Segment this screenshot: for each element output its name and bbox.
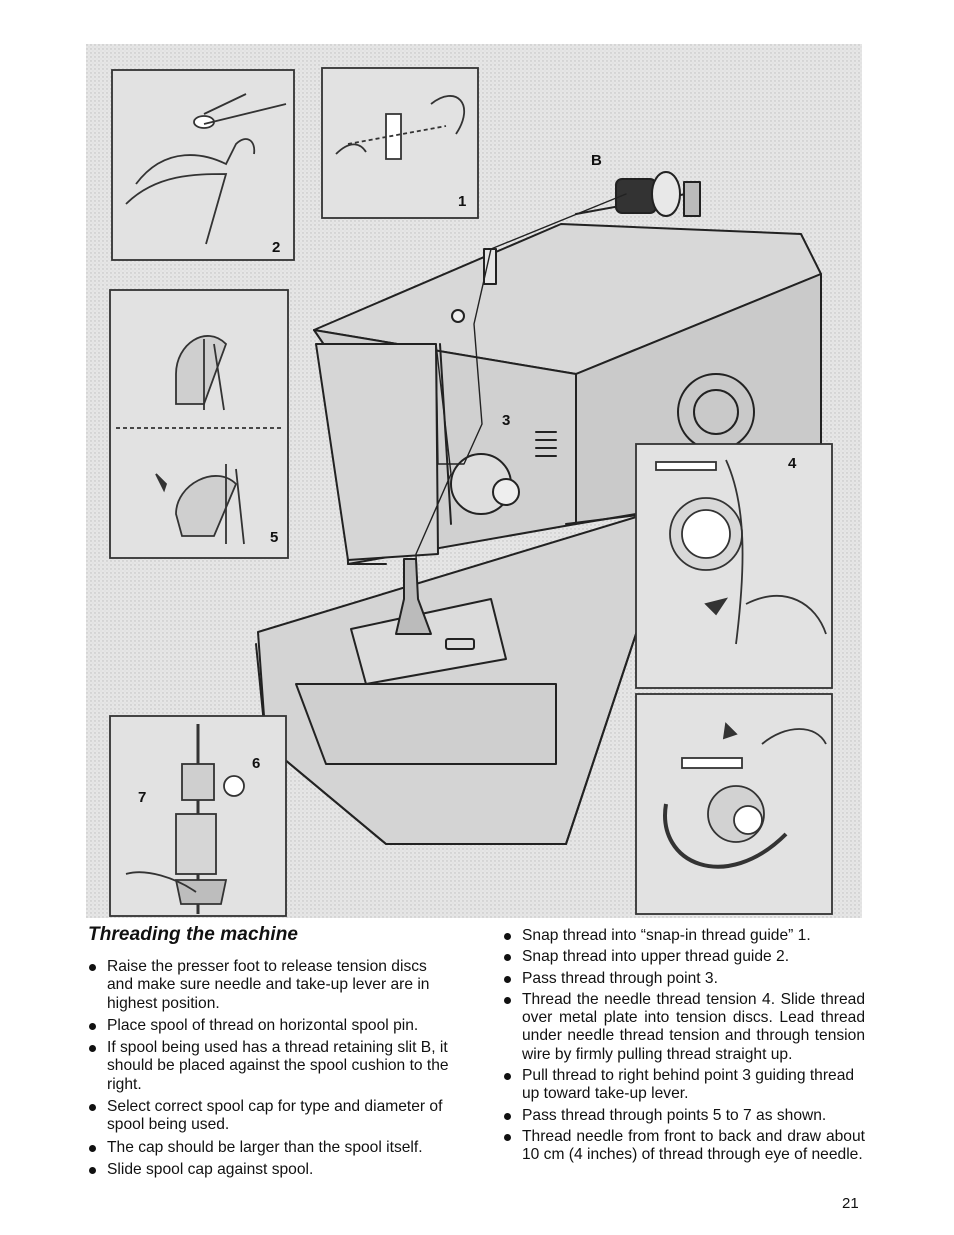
list-item: Slide spool cap against spool.	[88, 1161, 456, 1179]
list-item: Thread the needle thread tension 4. Slid…	[503, 991, 865, 1064]
right-instruction-list: Snap thread into “snap-in thread guide” …	[503, 927, 865, 1168]
list-item: If spool being used has a thread retaini…	[88, 1039, 456, 1094]
callout-3: 3	[502, 412, 510, 429]
threading-illustration: B 1 2 3 4 5 6 7	[86, 44, 862, 918]
inset-panel-points-6-7	[109, 715, 287, 917]
page-number: 21	[842, 1195, 859, 1212]
list-item: Select correct spool cap for type and di…	[88, 1098, 456, 1135]
callout-labels: B 1 2 3 4 5 6 7	[138, 152, 797, 806]
callout-4: 4	[788, 455, 797, 472]
list-item: Snap thread into “snap-in thread guide” …	[503, 927, 865, 945]
section-heading: Threading the machine	[88, 924, 299, 945]
callout-5: 5	[270, 529, 278, 546]
inset-panel-tension-4	[635, 443, 833, 689]
list-item: Raise the presser foot to release tensio…	[88, 958, 456, 1013]
inset-panel-guide-1	[321, 67, 479, 219]
callout-6: 6	[252, 755, 260, 772]
callout-B: B	[591, 152, 602, 169]
callout-7: 7	[138, 789, 146, 806]
list-item: Snap thread into upper thread guide 2.	[503, 948, 865, 966]
list-item: Pass thread through points 5 to 7 as sho…	[503, 1107, 865, 1125]
inset-panel-tension-detail	[635, 693, 833, 915]
list-item: Place spool of thread on horizontal spoo…	[88, 1017, 456, 1035]
list-item: Thread needle from front to back and dra…	[503, 1128, 865, 1165]
callout-1: 1	[458, 193, 466, 210]
list-item: Pull thread to right behind point 3 guid…	[503, 1067, 865, 1104]
list-item: Pass thread through point 3.	[503, 970, 865, 988]
callout-2: 2	[272, 239, 280, 256]
list-item: The cap should be larger than the spool …	[88, 1139, 456, 1157]
left-instruction-list: Raise the presser foot to release tensio…	[88, 958, 456, 1183]
inset-panel-point-5	[109, 289, 289, 559]
inset-panel-guide-2	[111, 69, 295, 261]
